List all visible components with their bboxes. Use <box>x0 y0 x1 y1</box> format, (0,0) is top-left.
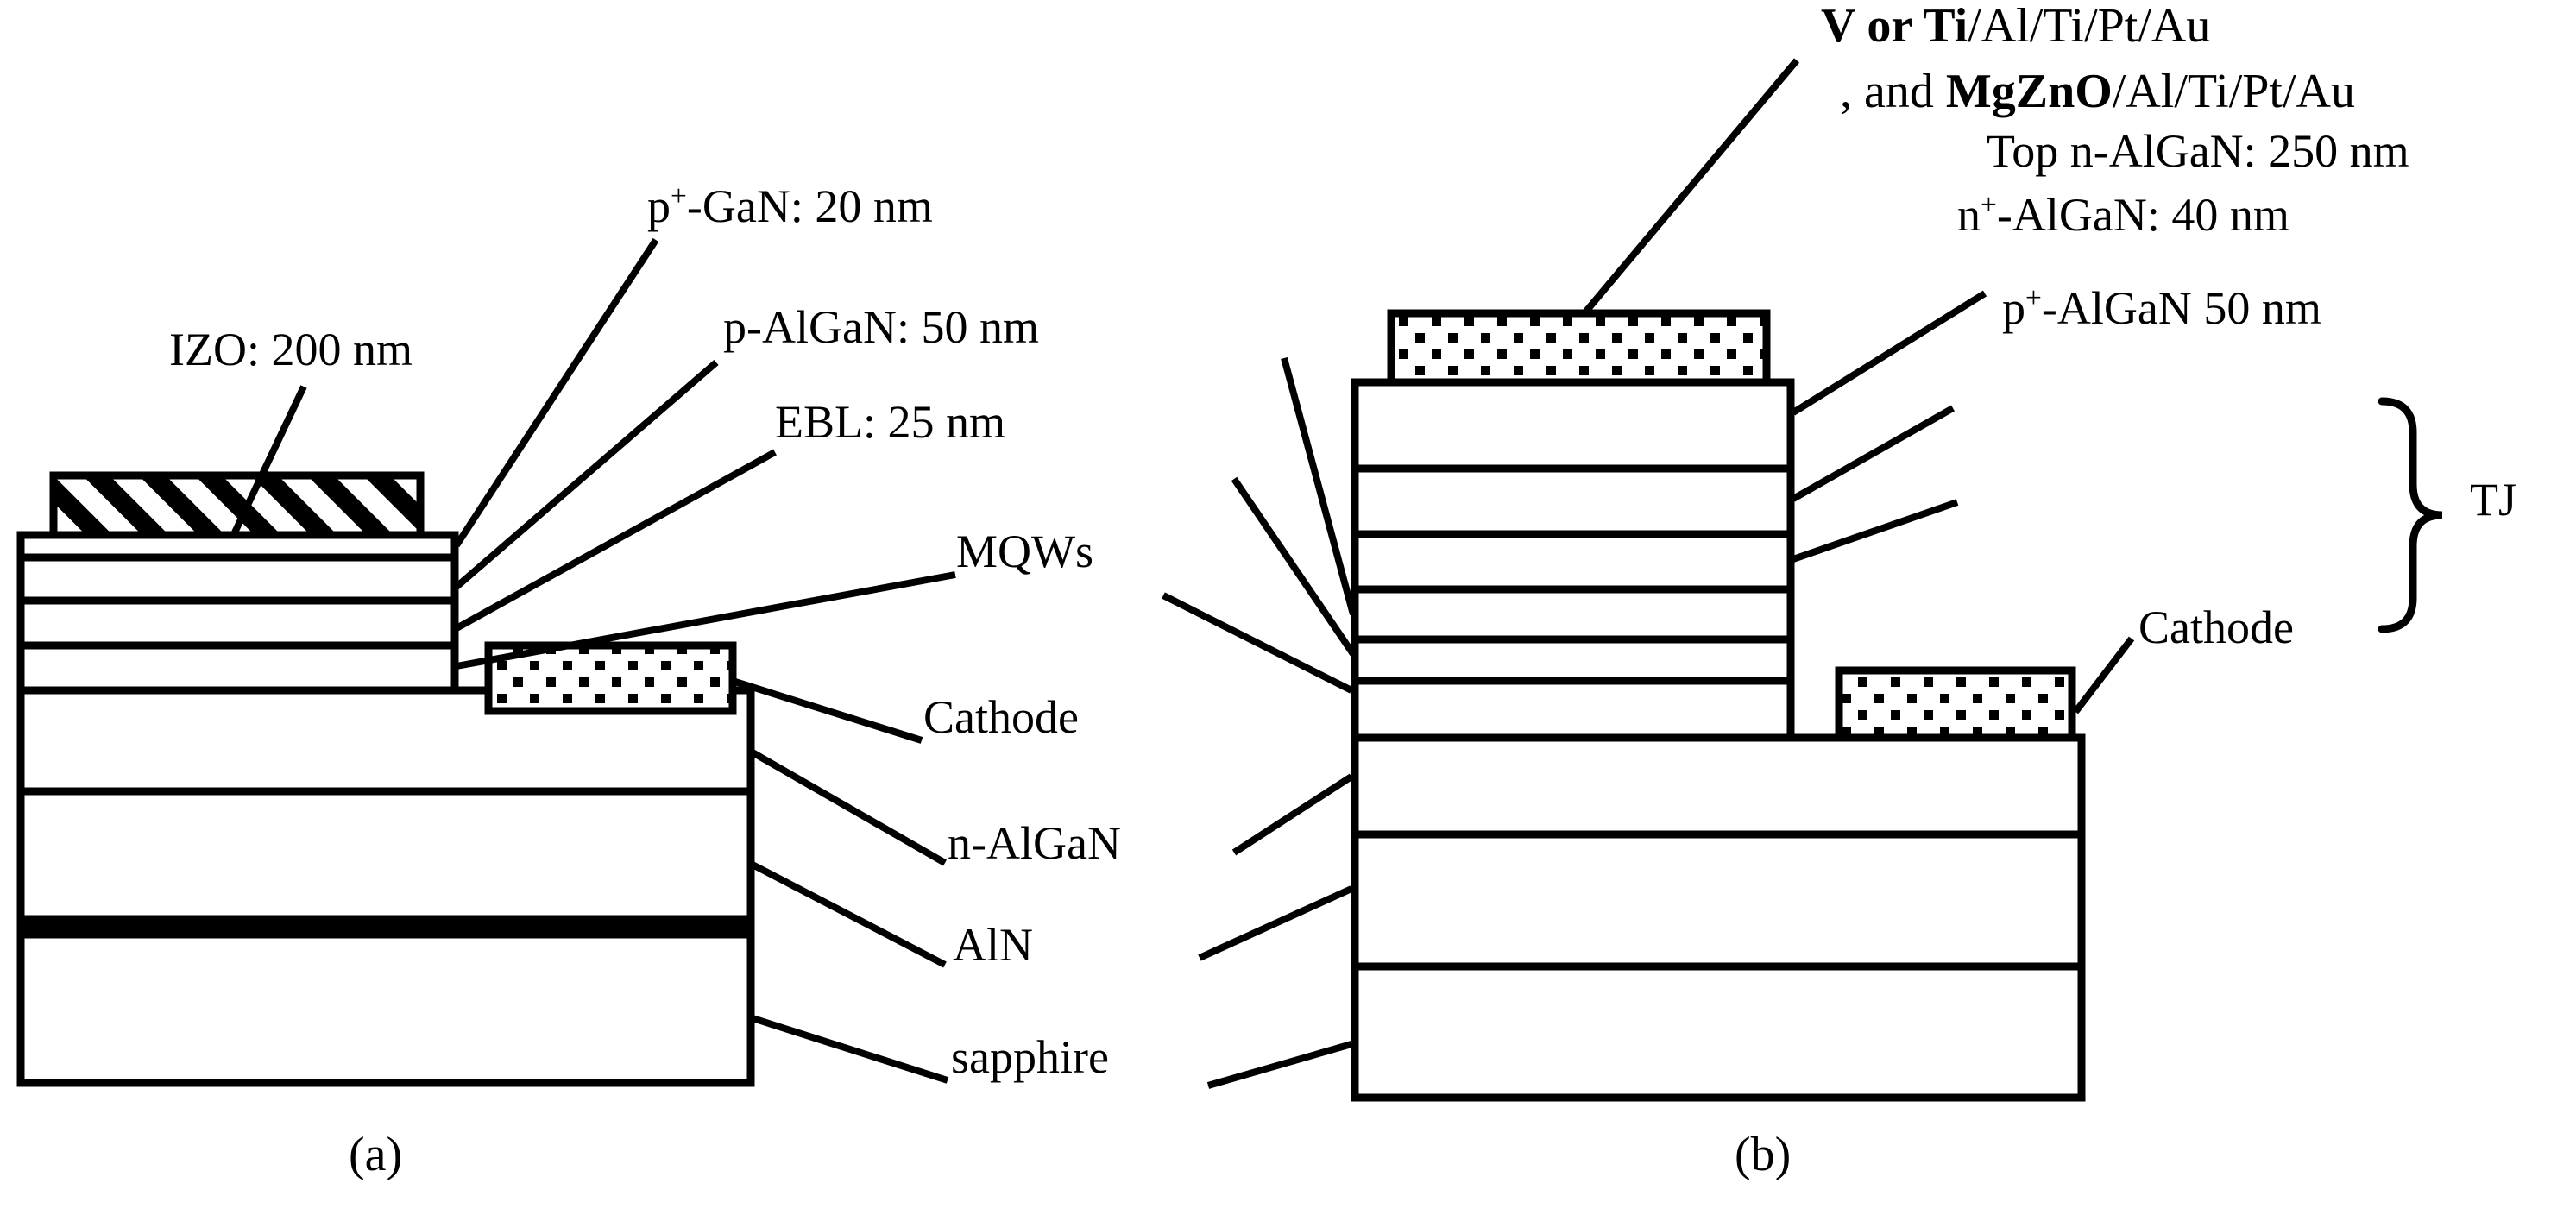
leader-n-plus-algan <box>1792 405 1955 502</box>
leader-p-algan <box>454 359 719 590</box>
leader-izo <box>231 385 307 534</box>
leader-ebl-b <box>1231 476 1357 657</box>
leader-sapphire-b <box>1206 1041 1353 1089</box>
layer-mqws-b <box>1351 677 1795 742</box>
layer-mqws-a <box>16 641 459 695</box>
leader-cathode-a <box>734 678 923 744</box>
layer-top-n-algan-b <box>1351 378 1795 473</box>
layer-p-algan-b <box>1351 585 1795 644</box>
leader-aln-b <box>1198 885 1353 961</box>
label-p-plus-algan: p+-AlGaN 50 nm <box>2002 282 2321 334</box>
leader-sapphire-a <box>751 1015 949 1084</box>
leader-top-n-algan <box>1791 290 1987 416</box>
leader-p-algan-b <box>1281 356 1357 616</box>
label-cathode-b: Cathode <box>2138 601 2294 653</box>
leader-n-algan-b <box>1231 773 1354 856</box>
cathode-pad-b <box>1835 666 2076 742</box>
label-p-algan-a: p-AlGaN: 50 nm <box>723 301 1039 353</box>
superscript-plus: + <box>1981 189 1997 221</box>
label-mqws: MQWs <box>956 526 1093 577</box>
label-p-plus-gan: p+-GaN: 20 nm <box>647 180 933 232</box>
superscript-plus: + <box>2025 282 2042 314</box>
label-n-plus-algan: n+-AlGaN: 40 nm <box>1957 189 2289 241</box>
layer-ebl-b <box>1351 635 1795 685</box>
leader-n-algan-a <box>751 749 947 866</box>
leader-mqws-b <box>1162 592 1353 694</box>
label-anode-stack-line2: , and MgZnO/Al/Ti/Pt/Au <box>1840 65 2355 118</box>
device-a-structure <box>16 471 755 1087</box>
label-aln: AlN <box>953 919 1033 971</box>
leader-lines-b <box>1162 58 2135 1089</box>
label-top-n-algan: Top n-AlGaN: 250 nm <box>1987 125 2409 177</box>
device-b-structure <box>1351 309 2086 1102</box>
label-tj: TJ <box>2470 474 2516 526</box>
cathode-pad-a <box>484 641 737 715</box>
superscript-plus: + <box>671 180 687 212</box>
label-sapphire: sapphire <box>951 1031 1109 1083</box>
layer-n-algan-lower-a <box>16 787 755 923</box>
anode-pad-b <box>1387 309 1771 387</box>
tj-brace <box>2378 397 2443 633</box>
leader-mqws <box>456 571 956 670</box>
label-cathode-a: Cathode <box>923 691 1079 743</box>
leader-aln-a <box>751 861 947 968</box>
caption-a: (a) <box>349 1128 403 1181</box>
leader-cathode-b <box>2072 636 2135 714</box>
layer-p-plus-algan-b <box>1351 530 1795 594</box>
label-ebl-a: EBL: 25 nm <box>775 396 1005 448</box>
layer-p-algan-a <box>16 553 459 605</box>
leader-anode-b <box>1581 58 1800 316</box>
layer-n-plus-algan-b <box>1351 464 1795 538</box>
label-anode-stack-line1: V or Ti/Al/Ti/Pt/Au <box>1821 0 2211 53</box>
leader-p-plus-algan <box>1792 499 1959 563</box>
caption-b: (b) <box>1735 1128 1792 1181</box>
layer-sapphire-a <box>16 930 755 1087</box>
leader-ebl <box>455 449 777 632</box>
layer-ebl-a <box>16 596 459 650</box>
layer-n-algan-upper-b <box>1351 733 2086 839</box>
label-izo: IZO: 200 nm <box>169 324 413 375</box>
label-n-algan-a: n-AlGaN <box>948 817 1121 869</box>
layer-n-algan-lower-b <box>1351 830 2086 971</box>
leader-p-plus-gan <box>453 237 659 548</box>
layer-sapphire-b <box>1351 962 2086 1102</box>
leader-lines-a <box>231 237 956 1084</box>
